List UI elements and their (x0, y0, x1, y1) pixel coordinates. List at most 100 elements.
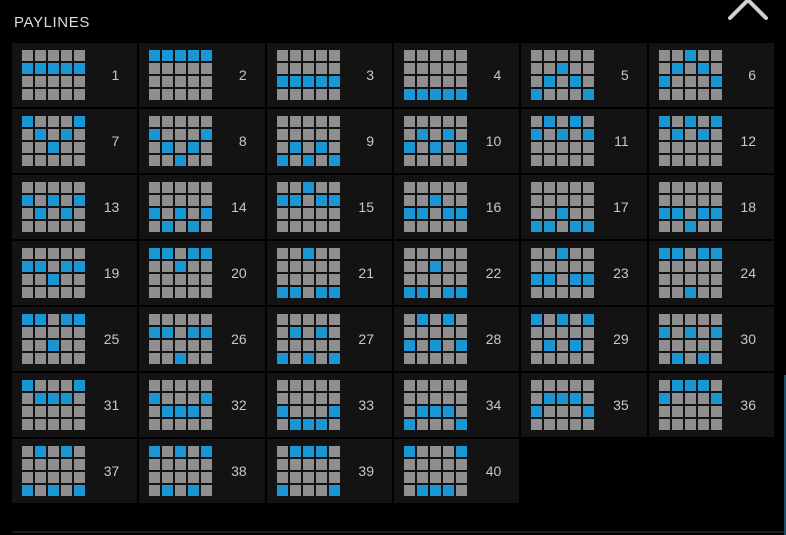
payline-square (697, 340, 709, 351)
payline-square (430, 50, 441, 61)
payline-square-active (48, 274, 59, 285)
payline-square (583, 116, 595, 127)
payline-number: 24 (740, 265, 756, 281)
payline-square (74, 142, 85, 153)
payline-number: 40 (485, 463, 502, 479)
payline-number: 27 (358, 331, 374, 347)
payline-square (162, 274, 174, 285)
payline-square (162, 419, 174, 430)
payline-square (74, 340, 85, 351)
payline-square (671, 340, 683, 351)
payline-square-active (544, 221, 556, 232)
payline-square (48, 89, 59, 100)
payline-cell: 14 (139, 175, 265, 239)
payline-square (443, 63, 454, 74)
payline-square-active (175, 155, 187, 166)
payline-square (315, 248, 327, 259)
payline-square-active (302, 353, 314, 364)
payline-square-active (201, 248, 213, 259)
payline-square-active (289, 446, 301, 457)
payline-square (430, 76, 441, 87)
payline-square (404, 406, 415, 417)
payline-square (48, 221, 59, 232)
payline-square (61, 89, 72, 100)
payline-square-active (276, 195, 288, 206)
payline-square (276, 459, 288, 470)
payline-square (48, 314, 59, 325)
payline-square-active (531, 314, 543, 325)
payline-square (188, 63, 200, 74)
payline-square (315, 406, 327, 417)
payline-cell: 35 (521, 373, 647, 437)
close-button[interactable] (722, 0, 774, 26)
payline-square-active (404, 340, 415, 351)
payline-pattern-grid (22, 50, 85, 100)
payline-square (404, 314, 415, 325)
payline-square-active (48, 195, 59, 206)
payline-pattern-grid (149, 50, 213, 100)
payline-cell: 37 (12, 439, 138, 503)
payline-pattern-grid (149, 116, 213, 166)
payline-square-active (443, 208, 454, 219)
payline-square (289, 459, 301, 470)
payline-square (404, 327, 415, 338)
payline-square (315, 485, 327, 496)
payline-square (149, 155, 161, 166)
payline-square (188, 195, 200, 206)
payline-square (22, 182, 33, 193)
payline-square (544, 208, 556, 219)
payline-square-active (175, 446, 187, 457)
payline-square-active (684, 221, 696, 232)
payline-square-active (417, 406, 428, 417)
payline-square (404, 116, 415, 127)
payline-square (302, 63, 314, 74)
payline-square (710, 195, 722, 206)
payline-square (710, 274, 722, 285)
payline-number: 14 (231, 199, 247, 215)
scrollbar-thumb[interactable] (784, 375, 786, 535)
payline-square (22, 406, 33, 417)
payline-square-active (328, 76, 340, 87)
payline-square (162, 89, 174, 100)
payline-square (328, 314, 340, 325)
payline-square (61, 116, 72, 127)
payline-square-active (570, 393, 582, 404)
payline-square (188, 472, 200, 483)
payline-square (175, 327, 187, 338)
payline-square-active (162, 221, 174, 232)
payline-square (188, 182, 200, 193)
payline-square (48, 419, 59, 430)
payline-square (162, 182, 174, 193)
payline-square (404, 393, 415, 404)
payline-pattern-grid (404, 380, 467, 430)
payline-cell: 19 (12, 241, 138, 305)
payline-square (404, 155, 415, 166)
payline-square-active (74, 380, 85, 391)
payline-square (315, 129, 327, 140)
payline-square (531, 76, 543, 87)
payline-cell: 9 (266, 109, 392, 173)
payline-square (22, 89, 33, 100)
payline-square (658, 89, 670, 100)
bottom-divider (12, 531, 786, 533)
payline-square (570, 63, 582, 74)
payline-square (22, 76, 33, 87)
payline-square-active (404, 446, 415, 457)
payline-square (74, 221, 85, 232)
payline-square (302, 459, 314, 470)
payline-number: 1 (111, 67, 120, 83)
payline-square (570, 353, 582, 364)
payline-pattern-grid (149, 248, 213, 298)
payline-number: 35 (613, 397, 629, 413)
payline-square (22, 340, 33, 351)
payline-square (289, 340, 301, 351)
payline-square-active (570, 274, 582, 285)
payline-square (443, 472, 454, 483)
payline-square (544, 182, 556, 193)
payline-square (684, 76, 696, 87)
payline-square (404, 129, 415, 140)
payline-square (162, 314, 174, 325)
payline-cell: 21 (266, 241, 392, 305)
payline-square (328, 116, 340, 127)
payline-square (328, 142, 340, 153)
